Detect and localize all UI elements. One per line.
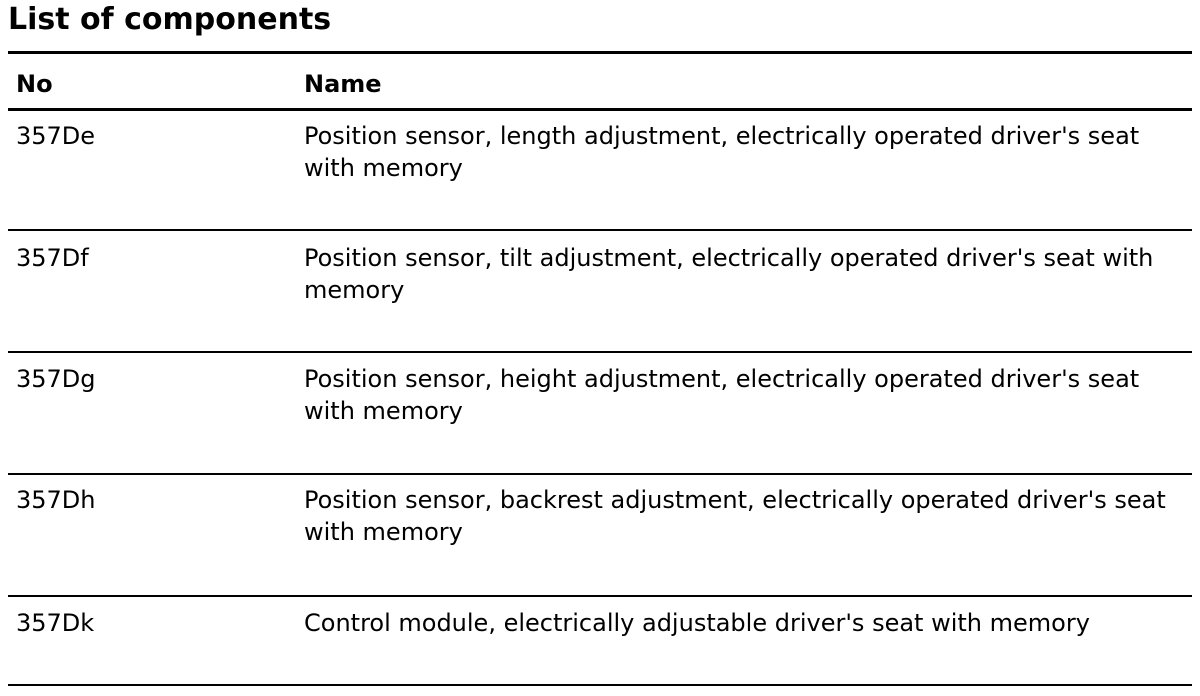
row-2-name: Position sensor, tilt adjustment, electr… — [304, 244, 1154, 304]
table-top-rule — [8, 51, 1192, 54]
row-4-name: Position sensor, backrest adjustment, el… — [304, 486, 1166, 546]
row-divider — [8, 351, 1192, 353]
row-3-name: Position sensor, height adjustment, elec… — [304, 365, 1140, 425]
column-header-name: Name — [304, 70, 382, 98]
row-2-no: 357Df — [16, 244, 89, 272]
page-title: List of components — [8, 2, 332, 37]
row-5-name: Control module, electrically adjustable … — [304, 609, 1090, 637]
row-3-no: 357Dg — [16, 365, 96, 393]
table-bottom-rule — [8, 684, 1192, 686]
row-5-no: 357Dk — [16, 609, 95, 637]
row-4-no: 357Dh — [16, 486, 96, 514]
row-divider — [8, 229, 1192, 231]
row-divider — [8, 595, 1192, 597]
column-header-no: No — [16, 70, 53, 98]
row-1-name: Position sensor, length adjustment, elec… — [304, 122, 1140, 182]
row-1-no: 357De — [16, 122, 96, 150]
row-divider — [8, 473, 1192, 475]
header-bottom-rule — [8, 108, 1192, 111]
